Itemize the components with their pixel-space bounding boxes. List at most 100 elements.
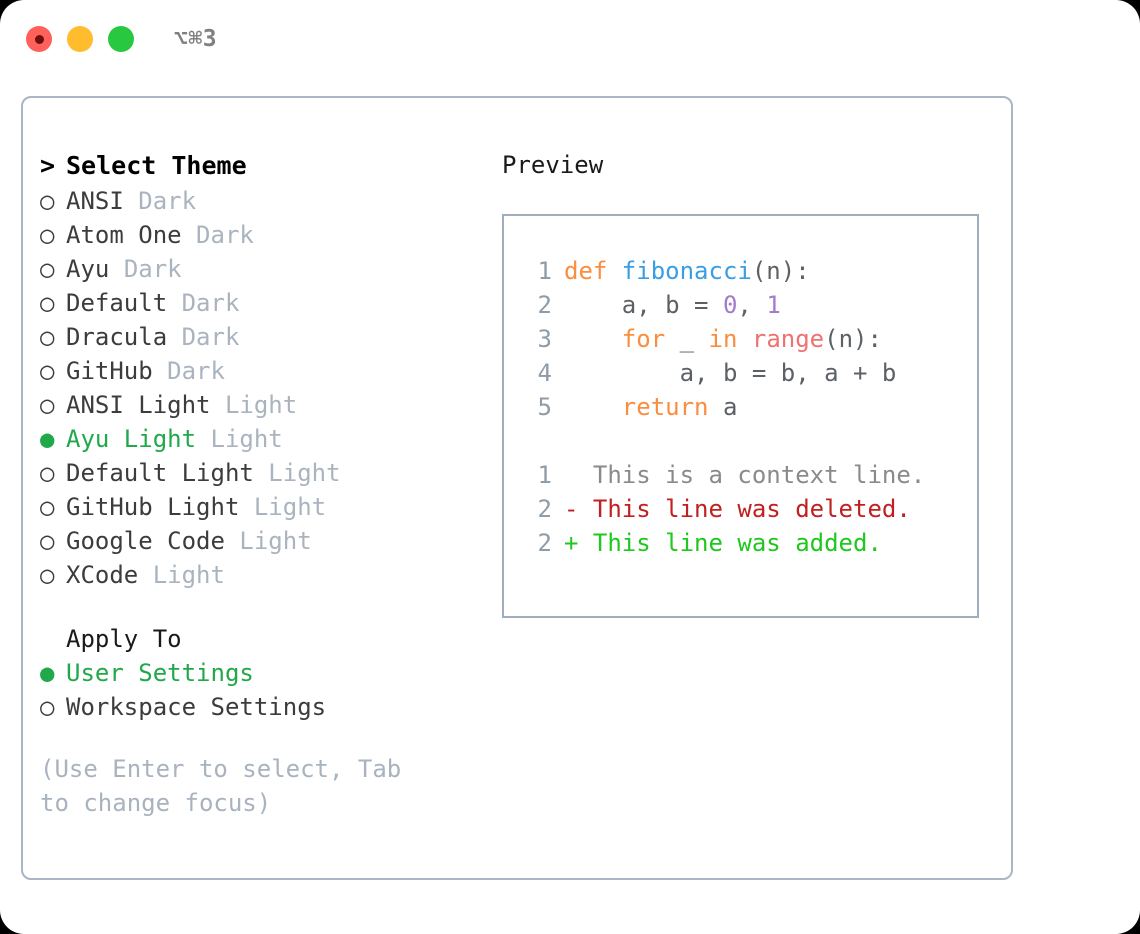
- diff-sign: -: [564, 495, 579, 523]
- code-token-plain: [564, 325, 622, 353]
- apply-to-heading: ○ Apply To: [40, 622, 480, 656]
- minimize-button[interactable]: [67, 26, 93, 52]
- theme-variant-badge: Light: [224, 391, 298, 419]
- diff-line-number: 2: [537, 495, 552, 523]
- theme-name: Google Code: [66, 527, 225, 555]
- theme-selection-pane: > Select Theme ○ANSI Dark○Atom One Dark○…: [40, 148, 480, 820]
- theme-variant-badge: Dark: [181, 289, 240, 317]
- code-line-number: 1: [537, 257, 552, 285]
- theme-option-ansi-light[interactable]: ○ANSI Light Light: [40, 388, 480, 422]
- theme-variant-badge: Light: [268, 459, 341, 487]
- radio-unselected-icon: ○: [40, 459, 55, 487]
- code-line-content: a, b = b, a + b: [564, 356, 897, 390]
- code-token-plain: (n):: [824, 325, 882, 353]
- theme-option-ayu[interactable]: ○Ayu Dark: [40, 252, 480, 286]
- code-token-call: range: [751, 325, 825, 353]
- keyboard-hint-text: (Use Enter to select, Tab to change focu…: [40, 755, 402, 817]
- title-bar: ⌥⌘3: [0, 0, 1140, 78]
- theme-name-spacer: [196, 422, 210, 456]
- preview-heading: Preview: [502, 151, 604, 179]
- maximize-button[interactable]: [108, 26, 134, 52]
- apply-to-option-user-settings[interactable]: ● User Settings: [40, 656, 480, 690]
- code-token-plain: a, b = b, a + b: [564, 359, 897, 387]
- code-line: 3 for _ in range(n):: [518, 322, 977, 356]
- theme-option-google-code[interactable]: ○ Google Code Light: [40, 524, 480, 558]
- diff-sample: 1 This is a context line.2- This line wa…: [518, 458, 977, 560]
- code-line-number: 4: [537, 359, 552, 387]
- diff-sign-gap: [578, 492, 592, 526]
- theme-option-ansi[interactable]: ○ANSI Dark: [40, 184, 480, 218]
- theme-option-dracula[interactable]: ○Dracula Dark: [40, 320, 480, 354]
- theme-variant-badge: Light: [239, 527, 312, 555]
- apply-to-indent-spacer: ○: [40, 622, 66, 656]
- apply-to-option-workspace-settings[interactable]: ○Workspace Settings: [40, 690, 480, 724]
- theme-name-spacer: [239, 490, 253, 524]
- diff-line-content: This line was added.: [592, 529, 882, 557]
- theme-option-github[interactable]: ○ GitHub Dark: [40, 354, 480, 388]
- diff-sign: +: [564, 529, 579, 557]
- diff-line-number: 2: [537, 529, 552, 557]
- theme-list: ○ANSI Dark○Atom One Dark○Ayu Dark○Defaul…: [40, 184, 480, 592]
- theme-variant-badge: Dark: [167, 357, 225, 385]
- close-button[interactable]: [26, 26, 52, 52]
- code-line-content: for _ in range(n):: [564, 322, 882, 356]
- radio-unselected-icon: ○: [40, 527, 55, 555]
- radio-unselected-icon: ○: [40, 693, 55, 721]
- theme-option-default[interactable]: ○Default Dark: [40, 286, 480, 320]
- theme-name-spacer: [109, 252, 123, 286]
- theme-variant-badge: Dark: [181, 323, 240, 351]
- theme-name: ANSI: [66, 187, 124, 215]
- theme-variant-badge: Light: [253, 493, 327, 521]
- radio-selected-icon: ●: [40, 659, 55, 687]
- theme-name: Default Light: [66, 459, 254, 487]
- theme-name: Atom One: [66, 221, 182, 249]
- theme-name-spacer: [182, 218, 196, 252]
- code-token-plain: _: [665, 325, 709, 353]
- diff-line-del: 2- This line was deleted.: [518, 492, 977, 526]
- radio-unselected-icon: ○: [40, 493, 55, 521]
- code-line-content: return a: [564, 390, 738, 424]
- apply-to-label: Apply To: [66, 625, 182, 653]
- theme-option-xcode[interactable]: ○XCode Light: [40, 558, 480, 592]
- select-theme-heading: > Select Theme: [40, 148, 480, 184]
- apply-to-option-label: User Settings: [66, 659, 254, 687]
- theme-name-spacer: [167, 320, 181, 354]
- radio-unselected-icon: ○: [40, 561, 55, 589]
- radio-selected-icon: ●: [40, 425, 55, 453]
- radio-unselected-icon: ○: [40, 323, 55, 351]
- radio-unselected-icon: ○: [40, 221, 55, 249]
- radio-unselected-icon: ○: [40, 357, 55, 385]
- code-token-plain: ,: [737, 291, 767, 319]
- code-token-plain: a: [708, 393, 738, 421]
- apply-to-options: ● User Settings ○Workspace Settings: [40, 656, 480, 724]
- theme-name-spacer: [211, 388, 225, 422]
- diff-sign-gap: [578, 458, 592, 492]
- code-line-number: 3: [537, 325, 552, 353]
- code-line-number: 2: [537, 291, 552, 319]
- theme-option-github-light[interactable]: ○GitHub Light Light: [40, 490, 480, 524]
- theme-variant-badge: Dark: [138, 187, 197, 215]
- code-token-kw: return: [621, 393, 709, 421]
- code-line: 2 a, b = 0, 1: [518, 288, 977, 322]
- theme-variant-badge: Dark: [196, 221, 254, 249]
- diff-line-add: 2 + This line was added.: [518, 526, 977, 560]
- theme-option-ayu-light[interactable]: ●Ayu Light Light: [40, 422, 480, 456]
- theme-picker-card: > Select Theme ○ANSI Dark○Atom One Dark○…: [21, 96, 1013, 880]
- diff-line-number: 1: [537, 461, 552, 489]
- theme-option-default-light[interactable]: ○ Default Light Light: [40, 456, 480, 490]
- theme-name: XCode: [66, 561, 139, 589]
- theme-name: GitHub: [66, 357, 153, 385]
- theme-name-spacer: [138, 558, 152, 592]
- theme-name-spacer: [254, 456, 268, 490]
- code-token-num: 0: [722, 291, 738, 319]
- code-token-kw: in: [708, 325, 738, 353]
- theme-option-atom-one[interactable]: ○ Atom One Dark: [40, 218, 480, 252]
- code-line-content: a, b = 0, 1: [564, 288, 781, 322]
- code-token-plain: [564, 393, 622, 421]
- recording-indicator-dot: [34, 34, 44, 44]
- theme-name: Ayu: [66, 255, 110, 283]
